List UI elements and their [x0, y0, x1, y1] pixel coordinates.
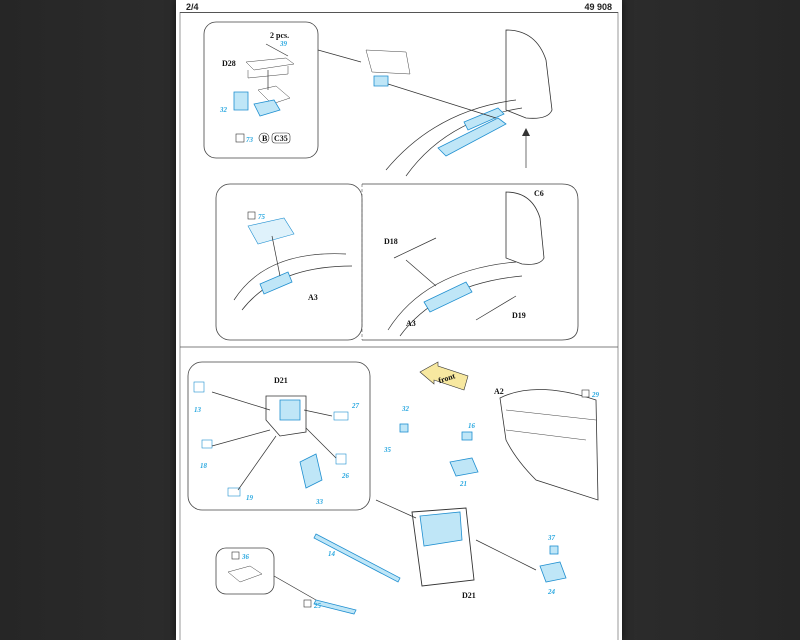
part-label-29: 29 [591, 391, 600, 399]
hull-a2 [499, 389, 599, 501]
front-arrow [419, 361, 469, 391]
instruction-page: 2/4 49 908 2 pcs. 39 D28 32 73 B C35 [176, 0, 622, 640]
part-label-25: 25 [313, 602, 322, 610]
d19-label: D19 [512, 311, 526, 320]
part-label-75: 75 [258, 213, 266, 221]
top-assembly [317, 29, 553, 177]
part-label-14: 14 [328, 550, 336, 558]
part-label-35: 35 [383, 446, 392, 454]
d21-assembly [375, 499, 537, 587]
product-code: 49 908 [584, 2, 612, 12]
qty-label: 2 pcs. [270, 31, 289, 40]
part-label-19: 19 [246, 494, 254, 502]
part-label-26: 26 [341, 472, 350, 480]
circle-mark: B [262, 134, 268, 143]
d18-label: D18 [384, 237, 398, 246]
part-36-inset [215, 547, 317, 601]
mid-right-frame [362, 183, 579, 341]
part-label-37: 37 [547, 534, 556, 542]
part-label-13: 13 [194, 406, 202, 414]
mid-left-frame [215, 183, 363, 341]
d21-inset-label: D21 [274, 376, 288, 385]
part-label-21: 21 [459, 480, 467, 488]
a2-label: A2 [494, 387, 504, 396]
header-rule [180, 12, 618, 13]
a3-label-left: A3 [308, 293, 318, 302]
part-label-16: 16 [468, 422, 476, 430]
c6-label: C6 [534, 189, 544, 198]
part-label-73: 73 [246, 136, 254, 144]
part-label-32b: 32 [401, 405, 410, 413]
a3-label-right: A3 [406, 319, 416, 328]
top-inset [203, 21, 319, 159]
c35-label: C35 [274, 134, 288, 143]
part-label-33: 33 [315, 498, 324, 506]
d21-main-label: D21 [462, 591, 476, 600]
part-label-39: 39 [279, 40, 288, 48]
assembly-diagram: 2 pcs. 39 D28 32 73 B C35 [179, 12, 619, 640]
part-label-32: 32 [219, 106, 228, 114]
part-label-18: 18 [200, 462, 208, 470]
bottom-inset [187, 361, 371, 511]
part-label-24: 24 [547, 588, 556, 596]
part-label-36: 36 [241, 553, 250, 561]
page-number: 2/4 [186, 2, 199, 12]
part-label-27: 27 [351, 402, 360, 410]
d28-label: D28 [222, 59, 236, 68]
